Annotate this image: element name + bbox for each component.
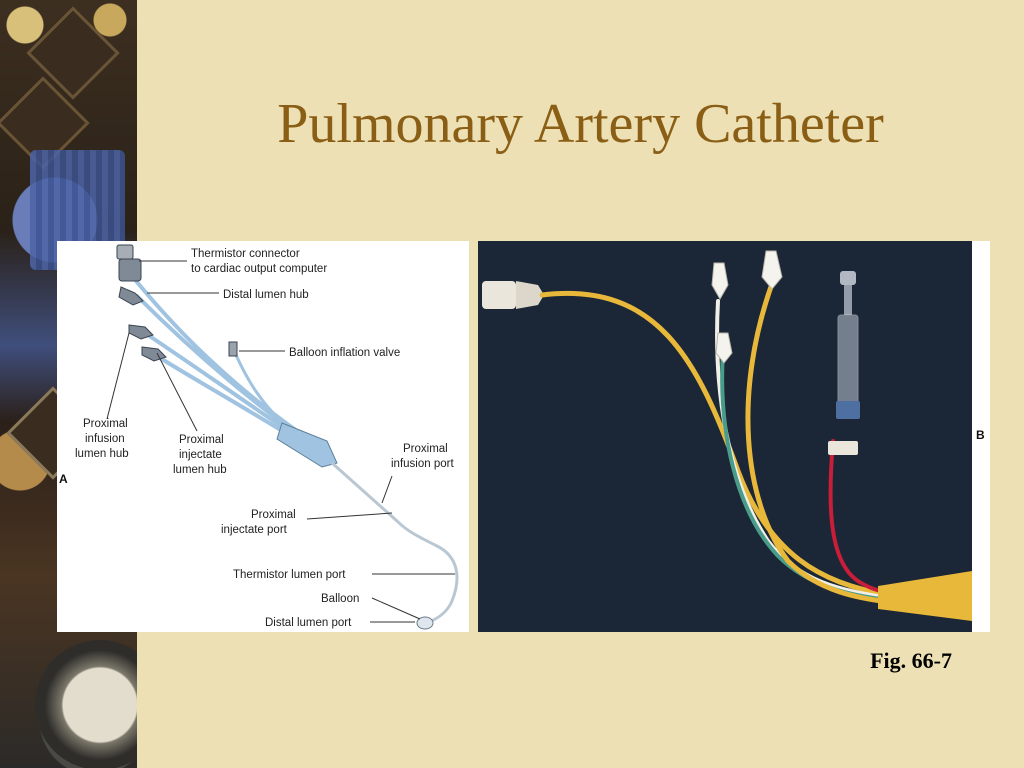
catheter-sleeve-photo [878,571,972,621]
label-proximal-injectate-hub-line3: lumen hub [173,464,227,476]
label-proximal-injectate-hub: Proximal [179,434,224,446]
catheter-photo: B [478,241,990,632]
catheter-lumens-photo [539,278,901,606]
label-thermistor-lumen-port: Thermistor lumen port [233,569,346,581]
panel-letter-a: A [59,472,68,486]
leader-lines [106,260,455,623]
catheter-diagram-svg: Thermistor connector to cardiac output c… [59,244,459,630]
balloon-tip [416,616,434,630]
figure-caption: Fig. 66-7 [870,648,952,673]
syringe [828,271,860,455]
label-proximal-infusion-hub: Proximal [83,418,128,430]
label-thermistor-connector-line2: to cardiac output computer [191,263,327,275]
catheter-shaft [331,461,459,625]
compass-icon [35,640,137,768]
thermistor-connector [482,281,544,309]
label-proximal-injectate-hub-line2: injectate [179,449,222,461]
label-proximal-injectate-port-line2: injectate port [221,524,288,536]
panel-letter-b: B [976,428,985,442]
label-balloon-inflation-valve: Balloon inflation valve [289,347,400,359]
catheter-sleeve [276,422,338,468]
label-proximal-injectate-port: Proximal [251,509,296,521]
label-distal-lumen-hub: Distal lumen hub [223,289,309,301]
catheter-hubs [116,244,238,362]
label-thermistor-connector: Thermistor connector [191,248,300,260]
label-proximal-infusion-hub-line3: lumen hub [75,448,129,460]
label-balloon: Balloon [321,593,359,605]
catheter-diagram: Thermistor connector to cardiac output c… [57,241,469,632]
slide-title: Pulmonary Artery Catheter [277,93,884,155]
catheter-photo-svg: B [478,241,985,632]
label-proximal-infusion-hub-line2: infusion [85,433,125,445]
label-distal-lumen-port: Distal lumen port [265,617,352,629]
label-proximal-infusion-port-line2: infusion port [391,458,454,470]
label-proximal-infusion-port: Proximal [403,443,448,455]
lumen-hubs-photo [711,250,783,364]
